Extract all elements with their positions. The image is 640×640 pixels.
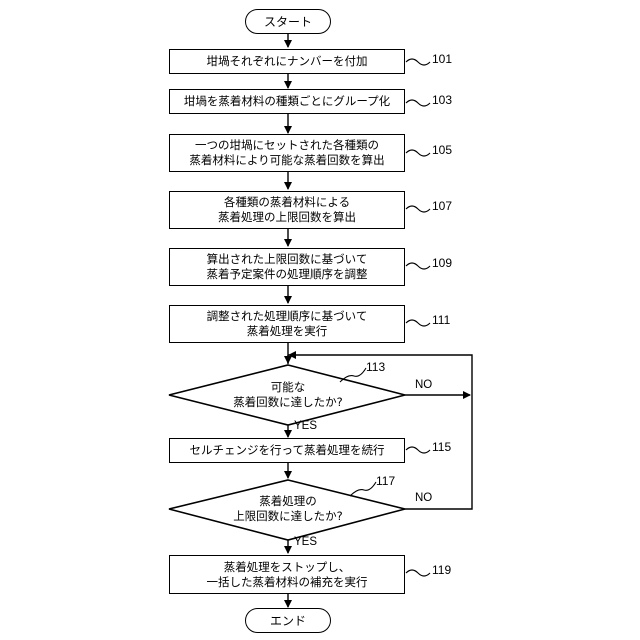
ref-leader-115: [406, 447, 430, 453]
ref-117: 117: [376, 474, 395, 488]
step-103-text: 坩堝を蒸着材料の種類ごとにグループ化: [184, 94, 390, 109]
ref-107: 107: [432, 199, 452, 213]
end-label: エンド: [270, 612, 306, 629]
step-119-box: 蒸着処理をストップし、 一括した蒸着材料の補充を実行: [169, 555, 405, 594]
step-115-box: セルチェンジを行って蒸着処理を続行: [169, 438, 405, 463]
ref-leader-101: [406, 59, 430, 65]
step-111-box: 調整された処理順序に基づいて 蒸着処理を実行: [169, 305, 405, 343]
ref-105: 105: [432, 143, 452, 157]
decision-117-no-label: NO: [415, 492, 432, 504]
ref-leader-109: [406, 263, 430, 269]
start-terminal: スタート: [245, 9, 331, 34]
step-115-text: セルチェンジを行って蒸着処理を続行: [190, 443, 385, 458]
step-111-text: 調整された処理順序に基づいて 蒸着処理を実行: [207, 309, 368, 339]
ref-leader-105: [406, 150, 430, 156]
step-119-text: 蒸着処理をストップし、 一括した蒸着材料の補充を実行: [207, 560, 368, 590]
end-terminal: エンド: [245, 608, 331, 633]
ref-leader-103: [406, 100, 430, 106]
decision-117-yes-label: YES: [294, 536, 317, 548]
ref-101: 101: [432, 52, 452, 66]
ref-111: 111: [432, 313, 450, 327]
step-107-text: 各種類の蒸着材料による 蒸着処理の上限回数を算出: [218, 195, 356, 225]
step-105-box: 一つの坩堝にセットされた各種類の 蒸着材料により可能な蒸着回数を算出: [169, 134, 405, 172]
ref-109: 109: [432, 256, 452, 270]
decision-113-no-label: NO: [415, 379, 432, 391]
step-103-box: 坩堝を蒸着材料の種類ごとにグループ化: [169, 89, 405, 114]
ref-leader-111: [406, 320, 430, 326]
decision-113-text: 可能な 蒸着回数に達したか?: [200, 378, 376, 412]
start-label: スタート: [264, 13, 312, 30]
step-109-text: 算出された上限回数に基づいて 蒸着予定案件の処理順序を調整: [207, 252, 368, 282]
step-107-box: 各種類の蒸着材料による 蒸着処理の上限回数を算出: [169, 191, 405, 229]
ref-115: 115: [432, 440, 451, 454]
ref-leader-107: [406, 206, 430, 212]
ref-103: 103: [432, 93, 452, 107]
ref-113: 113: [366, 360, 385, 374]
decision-117-text: 蒸着処理の 上限回数に達したか?: [200, 492, 376, 526]
loop-arrowhead: [288, 351, 296, 359]
step-101-box: 坩堝それぞれにナンバーを付加: [169, 49, 405, 74]
ref-leader-119: [406, 570, 430, 576]
decision-113-yes-label: YES: [294, 420, 317, 432]
ref-119: 119: [432, 563, 451, 577]
step-101-text: 坩堝それぞれにナンバーを付加: [207, 54, 368, 69]
step-109-box: 算出された上限回数に基づいて 蒸着予定案件の処理順序を調整: [169, 248, 405, 286]
step-105-text: 一つの坩堝にセットされた各種類の 蒸着材料により可能な蒸着回数を算出: [189, 138, 384, 168]
